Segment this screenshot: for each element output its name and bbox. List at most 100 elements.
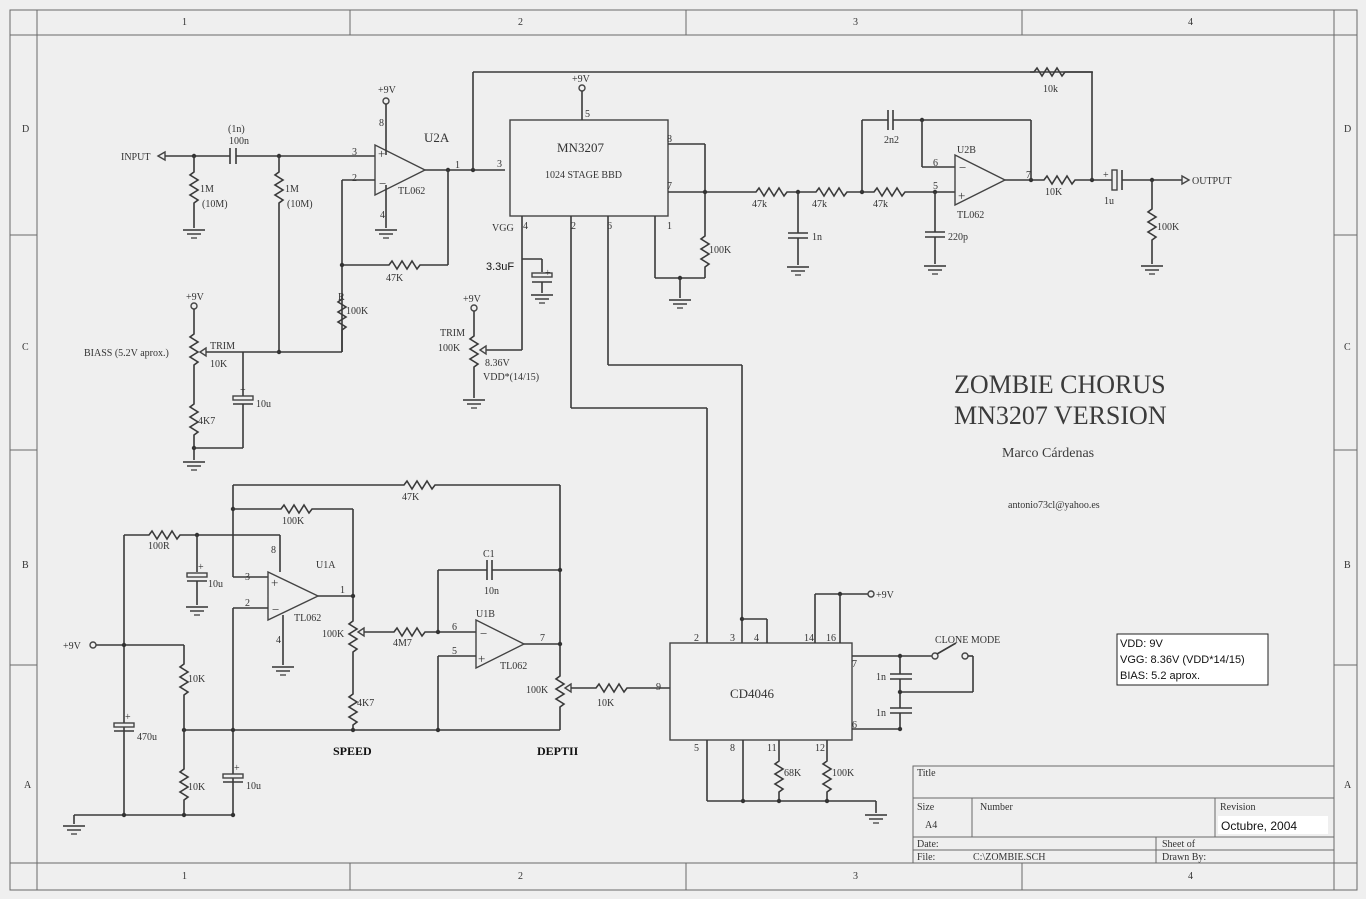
supply-label: +9V bbox=[186, 292, 205, 303]
resistor-label: 100K bbox=[709, 245, 732, 256]
email: antonio73cl@yahoo.es bbox=[1008, 500, 1100, 511]
cap-label: 1u bbox=[1104, 196, 1114, 207]
opamp-type: TL062 bbox=[398, 186, 425, 197]
resistor-label: 47K bbox=[386, 273, 404, 284]
cap-label: 10u bbox=[208, 579, 223, 590]
svg-text:3: 3 bbox=[730, 633, 735, 644]
drawn-by-label: Drawn By: bbox=[1162, 852, 1206, 863]
svg-text:6: 6 bbox=[933, 158, 938, 169]
opamp-u1b bbox=[475, 618, 526, 670]
number-label: Number bbox=[980, 802, 1013, 813]
svg-text:4: 4 bbox=[380, 210, 385, 221]
resistor-label: 100K bbox=[832, 768, 855, 779]
svg-text:7: 7 bbox=[852, 659, 857, 670]
opamp-type: TL062 bbox=[294, 613, 321, 624]
svg-text:TRIM: TRIM bbox=[210, 341, 235, 352]
resistor-label: 100R bbox=[148, 541, 170, 552]
resistor-label: 10K bbox=[597, 698, 615, 709]
pot-label: 100K bbox=[438, 343, 461, 354]
svg-text:+: + bbox=[958, 188, 965, 203]
output-filter: 47k 1n 47k 47k 2n2 6 5 220p − bbox=[751, 67, 1231, 276]
note-line: VDD: 9V bbox=[1120, 638, 1163, 650]
svg-text:3: 3 bbox=[245, 572, 250, 583]
note-line: BIAS: 5.2 aprox. bbox=[1120, 670, 1200, 682]
svg-text:2: 2 bbox=[352, 173, 357, 184]
bias-label: BIASS (5.2V aprox.) bbox=[84, 348, 169, 359]
chip-name: CD4046 bbox=[730, 686, 775, 701]
svg-text:2: 2 bbox=[245, 598, 250, 609]
svg-text:VGG: VGG bbox=[492, 223, 514, 234]
svg-text:1: 1 bbox=[455, 160, 460, 171]
file-value: C:\ZOMBIE.SCH bbox=[973, 852, 1046, 863]
svg-text:+: + bbox=[234, 763, 240, 774]
svg-text:8: 8 bbox=[667, 134, 672, 145]
cap-label: 10u bbox=[246, 781, 261, 792]
pot-label: 10K bbox=[210, 359, 228, 370]
svg-text:14: 14 bbox=[804, 633, 814, 644]
cap-ref: C1 bbox=[483, 549, 495, 560]
author: Marco Cárdenas bbox=[1002, 446, 1094, 461]
svg-text:+: + bbox=[125, 712, 131, 723]
resistor-label: (10M) bbox=[287, 199, 313, 210]
svg-text:7: 7 bbox=[667, 181, 672, 192]
svg-text:7: 7 bbox=[540, 633, 545, 644]
mn3207-chip bbox=[509, 119, 669, 217]
row-label: B bbox=[1344, 560, 1351, 571]
resistor-label: 47k bbox=[873, 199, 888, 210]
svg-text:5: 5 bbox=[933, 181, 938, 192]
input-label: INPUT bbox=[121, 152, 150, 163]
resistor-label: 100K bbox=[346, 306, 369, 317]
opamp-u2b bbox=[954, 153, 1007, 207]
input-stage: INPUT (1n) 100n 1M (10M) 1M (10M) + − U2… bbox=[121, 85, 505, 352]
resistor-label: 47K bbox=[402, 492, 420, 503]
row-label: A bbox=[24, 780, 32, 791]
cap-label: 2n2 bbox=[884, 135, 899, 146]
svg-text:5: 5 bbox=[585, 109, 590, 120]
svg-text:3: 3 bbox=[497, 159, 502, 170]
title-line-2: MN3207 VERSION bbox=[954, 401, 1167, 430]
svg-text:4: 4 bbox=[523, 221, 528, 232]
column-label: 4 bbox=[1188, 871, 1193, 882]
revision-value: Octubre, 2004 bbox=[1221, 819, 1297, 833]
svg-text:R: R bbox=[338, 292, 345, 303]
column-labels: 1 2 3 4 1 2 3 4 bbox=[182, 17, 1193, 882]
svg-text:+: + bbox=[240, 385, 246, 396]
svg-text:−: − bbox=[379, 176, 386, 191]
cap-label: 1n bbox=[876, 708, 886, 719]
output-port-icon bbox=[1181, 174, 1191, 186]
chip-name: MN3207 bbox=[557, 140, 604, 155]
row-label: C bbox=[1344, 342, 1351, 353]
svg-text:+: + bbox=[545, 268, 551, 279]
row-label: C bbox=[22, 342, 29, 353]
svg-text:9: 9 bbox=[656, 682, 661, 693]
project-title: ZOMBIE CHORUS MN3207 VERSION Marco Cárde… bbox=[954, 370, 1167, 511]
svg-text:−: − bbox=[480, 626, 487, 641]
resistor-label: 4K7 bbox=[198, 416, 215, 427]
opamp-ref: U1A bbox=[316, 560, 336, 571]
svg-text:7: 7 bbox=[1026, 170, 1031, 181]
notes-box: VDD: 9V VGG: 8.36V (VDD*14/15) BIAS: 5.2… bbox=[1116, 633, 1269, 686]
cap-label: 100n bbox=[229, 136, 249, 147]
svg-text:5: 5 bbox=[452, 646, 457, 657]
opamp-type: TL062 bbox=[957, 210, 984, 221]
opamp-ref: U2A bbox=[424, 130, 450, 145]
sheet-label: Sheet of bbox=[1162, 839, 1196, 850]
bbd-section: MN3207 1024 STAGE BBD +9V 5 3 8 7 4 2 6 … bbox=[438, 71, 1093, 643]
vco-section: CD4046 2 3 4 14 16 9 7 6 5 8 11 12 +9V C… bbox=[656, 590, 1000, 824]
svg-text:6: 6 bbox=[452, 622, 457, 633]
title-line-1: ZOMBIE CHORUS bbox=[954, 370, 1166, 399]
svg-text:11: 11 bbox=[767, 743, 777, 754]
cap-label: 3.3uF bbox=[486, 261, 514, 273]
svg-text:1: 1 bbox=[340, 585, 345, 596]
size-value: A4 bbox=[925, 820, 937, 831]
cap-label: 1n bbox=[812, 232, 822, 243]
supply-label: +9V bbox=[378, 85, 397, 96]
supply-label: +9V bbox=[876, 590, 895, 601]
resistor-label: 10K bbox=[188, 674, 206, 685]
opamp-u2a bbox=[374, 143, 427, 197]
lfo-section: 47K 100K 3 100R 8 + 10u + − U1A TL062 2 bbox=[123, 480, 670, 815]
svg-text:−: − bbox=[272, 602, 279, 617]
vgg-ratio: VDD*(14/15) bbox=[483, 372, 539, 383]
column-label: 2 bbox=[518, 17, 523, 28]
